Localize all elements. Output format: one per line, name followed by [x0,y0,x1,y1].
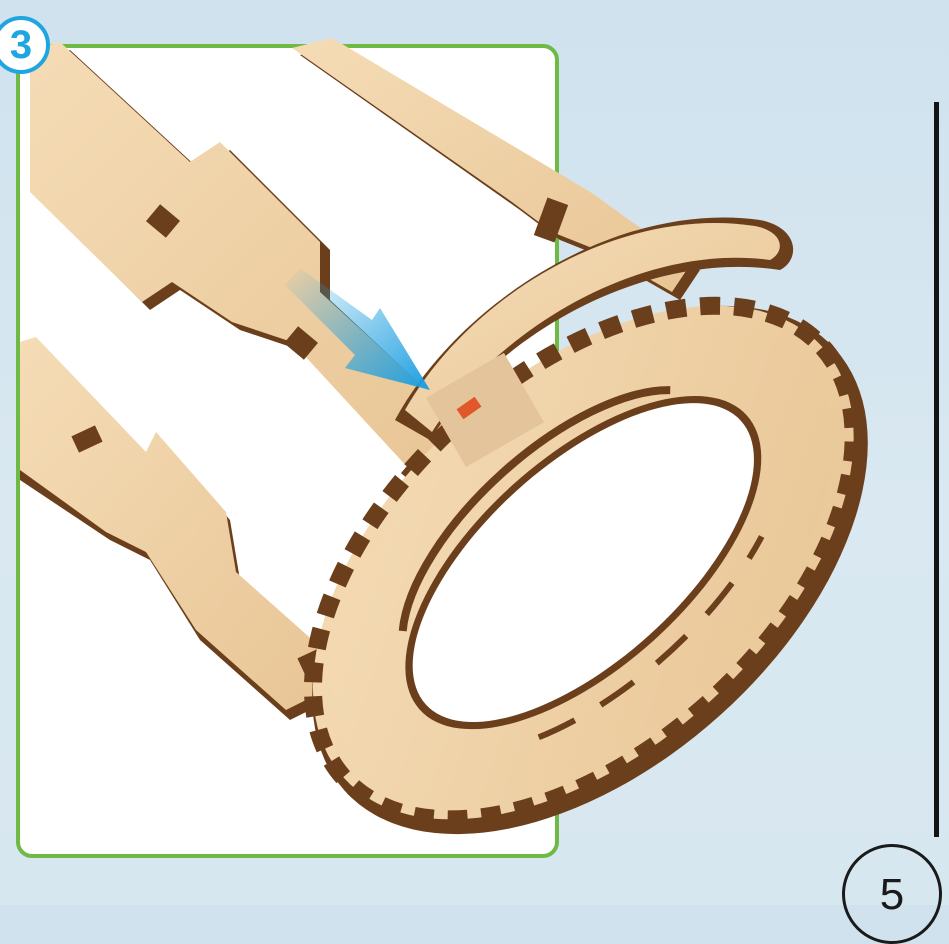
instruction-page: 3 5 [0,0,949,905]
assembly-illustration [0,0,949,905]
page-number: 5 [880,873,904,941]
lower-left-beam [20,337,330,720]
column-divider [934,102,939,837]
page-number-badge: 5 [842,844,942,944]
